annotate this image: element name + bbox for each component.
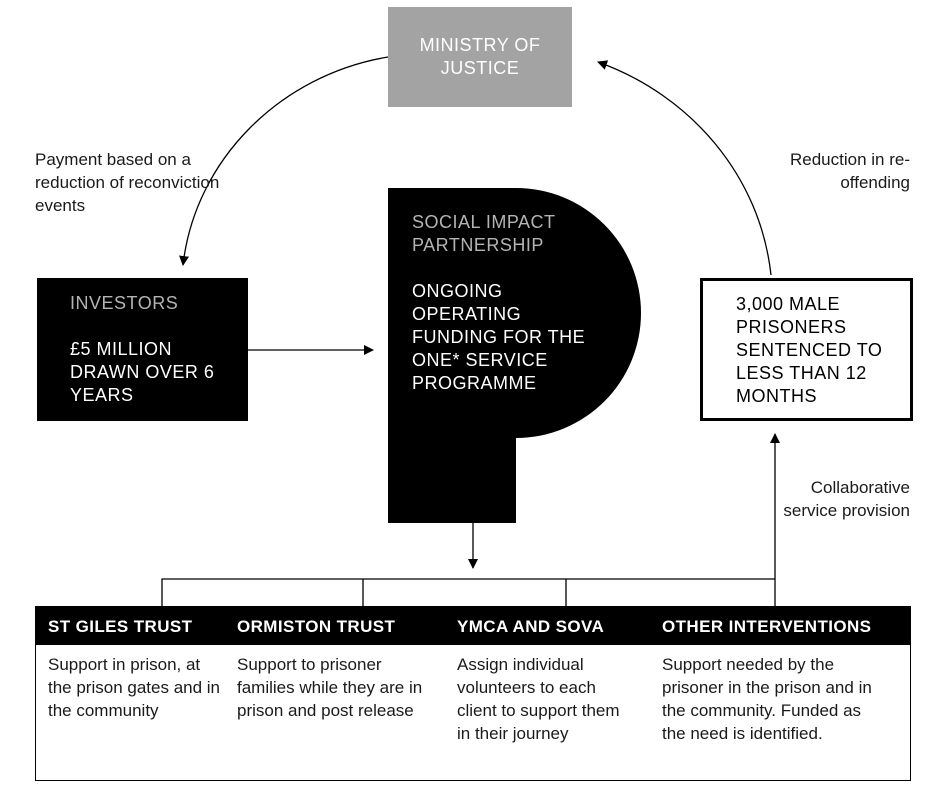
provider-description-4: Support needed by the prisoner in the pr… <box>662 655 872 743</box>
payment-arrow <box>179 56 389 266</box>
provider-description-1: Support in prison, at the prison gates a… <box>48 655 221 720</box>
ministry-label: MINISTRY OF JUSTICE <box>419 35 541 78</box>
investors-body: £5 MILLION DRAWN OVER 6 YEARS <box>70 339 215 405</box>
investors-heading: INVESTORS <box>70 293 179 313</box>
reduction-arrow <box>597 60 772 276</box>
collaborative-label: Collaborative service provision <box>783 478 910 520</box>
provider-name-3: YMCA AND SOVA <box>457 617 605 636</box>
reduction-label: Reduction in re-offending <box>789 150 910 192</box>
social-impact-partnership-shape <box>388 188 641 523</box>
payment-label: Payment based on a reduction of reconvic… <box>35 150 220 215</box>
social-impact-partnership-text: SOCIAL IMPACT PARTNERSHIP ONGOING OPERAT… <box>412 211 632 395</box>
providers-header-row: ST GILES TRUST ORMISTON TRUST YMCA AND S… <box>36 607 910 645</box>
provider-name-2: ORMISTON TRUST <box>237 617 396 636</box>
ministry-of-justice-box: MINISTRY OF JUSTICE <box>388 7 572 107</box>
providers-table: ST GILES TRUST ORMISTON TRUST YMCA AND S… <box>35 606 911 781</box>
sip-body: ONGOING OPERATING FUNDING FOR THE ONE* S… <box>412 281 586 393</box>
sip-heading: SOCIAL IMPACT PARTNERSHIP <box>412 212 556 255</box>
distribution-bracket <box>161 578 775 606</box>
prisoners-label: 3,000 MALE PRISONERS SENTENCED TO LESS T… <box>736 294 883 406</box>
provider-name-1: ST GILES TRUST <box>48 617 193 636</box>
investors-box: INVESTORS £5 MILLION DRAWN OVER 6 YEARS <box>37 278 248 421</box>
provider-description-3: Assign individual volunteers to each cli… <box>457 655 620 743</box>
provider-description-2: Support to prisoner families while they … <box>237 655 423 720</box>
provider-name-4: OTHER INTERVENTIONS <box>662 617 872 636</box>
prisoners-box: 3,000 MALE PRISONERS SENTENCED TO LESS T… <box>700 278 913 421</box>
